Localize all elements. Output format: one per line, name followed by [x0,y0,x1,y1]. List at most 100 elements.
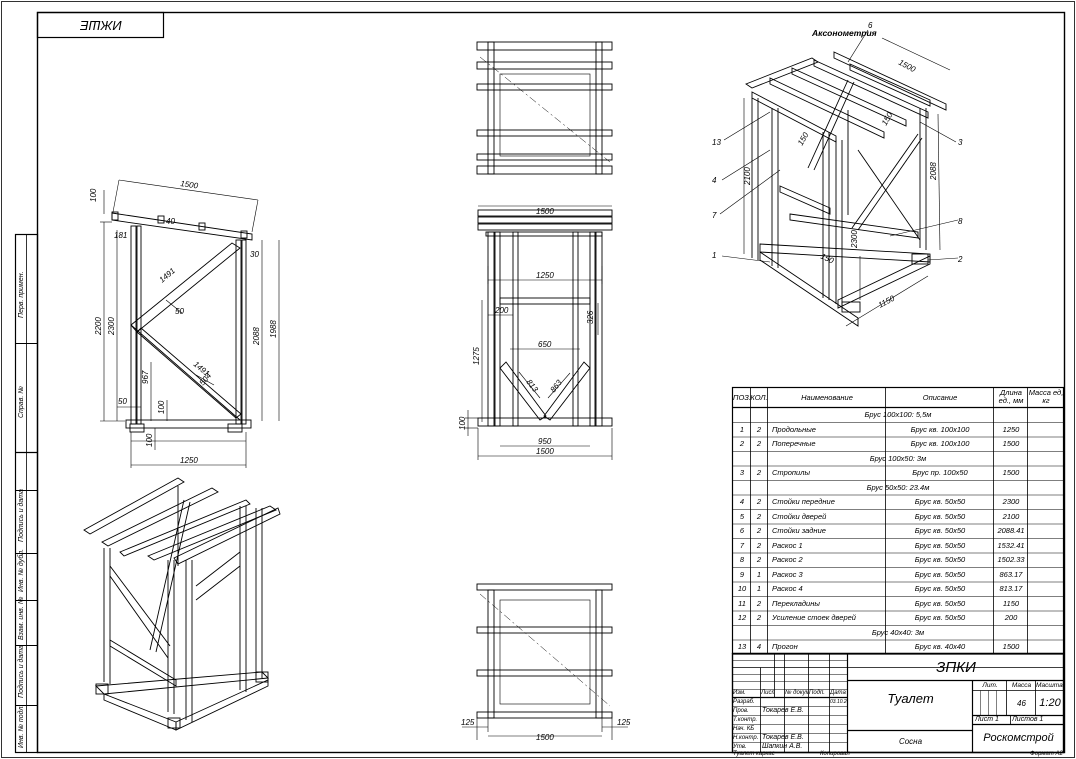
spec-cell: Раскос 3 [772,569,803,579]
scale-value: 1:20 [1039,697,1061,709]
floor-plan-view [462,583,628,740]
spec-cell: 2 [756,613,762,622]
leader-number: 7 [712,211,717,220]
top-stamp-text: ИЖШЕ [80,18,122,33]
dim-text: 40 [166,217,175,226]
spec-cell: 11 [738,598,746,608]
top-stamp-box [36,11,165,39]
doc-code: ЗПКИ [936,659,976,676]
spec-cell: 863.17 [999,569,1023,579]
header-qty: КОЛ. [750,393,768,402]
leader-number: 6 [868,21,873,30]
dim-text: 326 [586,310,595,324]
dim-text: 967 [141,370,150,384]
col-header-date: Дата [830,690,846,696]
spec-cell: Брус кв. 50х50 [914,511,966,521]
spec-table-header: ПОЗ. КОЛ. Наименование Описание Длина ед… [732,388,1064,408]
spec-cell: 1 [756,569,762,579]
spec-cell: Брус пр. 100х50 [912,468,968,477]
spec-cell: 2 [756,598,762,608]
spec-cell: 2 [756,540,762,550]
header-desc: Описание [922,393,958,402]
spec-cell: Брус кв. 50х50 [914,598,966,608]
spec-cell: Стропилы [772,468,810,477]
company: Роскомстрой [983,732,1054,744]
spec-cell: 2088.41 [997,526,1025,535]
spec-cell: Раскос 4 [772,584,803,593]
dim-text: 1275 [472,347,481,365]
dim-text: 2100 [743,167,752,186]
role-label: Пров. [733,708,749,714]
role-label: Утв. [733,744,747,750]
person-name: Шапкин А.В. [762,743,803,750]
format-label: Формат А2 [1030,751,1063,757]
spec-cell: Стойки задние [772,526,826,535]
mass-label: Масса [1011,682,1032,689]
spec-cell: 5 [739,511,745,521]
dim-text: 1500 [897,58,917,75]
spec-group-title: Брус 40х40: 3м [871,627,925,637]
spec-cell: 1 [739,424,745,434]
dim-text: 200 [494,306,509,315]
leader-number: 3 [958,138,963,147]
mass-value: 46 [1017,699,1026,708]
side-label: Перв. примен. [18,271,25,318]
dim-text: 1500 [536,447,554,456]
dim-text: 30 [250,250,259,259]
dim-text: 150 [796,130,811,147]
spec-cell: 6 [739,526,745,535]
dim-text: 150 [819,252,835,266]
role-label: Т.контр. [733,717,758,723]
dim-text: 100 [157,400,166,414]
spec-cell: 2 [756,526,762,535]
spec-cell: Брус кв. 100х100 [910,424,970,434]
spec-cell: 813.17 [999,584,1023,593]
leader-number: 2 [957,255,963,264]
person-name: Токарев Е.В. [762,734,804,741]
spec-cell: Брус кв. 50х50 [914,497,966,506]
spec-cell: 1500 [1002,439,1020,448]
spec-cell: 10 [737,584,747,593]
spec-cell: Брус кв. 50х50 [914,613,966,622]
side-label: Взам. инв. № [18,596,25,640]
spec-cell: 2 [756,555,762,564]
spec-cell: Раскос 1 [772,540,803,550]
person-name: Токарев Е.В. [762,707,804,714]
dim-text: 2088 [252,327,261,346]
dim-text: 1500 [536,207,554,216]
dim-text: 100 [145,433,154,447]
spec-cell: 3 [739,468,745,477]
leader-number: 13 [712,138,721,147]
spec-cell: 1250 [1002,424,1020,434]
spec-group-title: Брус 100х50: 3м [869,453,927,463]
spec-cell: 2 [756,497,762,506]
header-len: Длина ед., мм [998,388,1024,405]
isometric-view [719,29,959,327]
spec-row: 11 2 Перекладины Брус кв. 50х50 1150 [732,597,1064,611]
spec-cell: Брус кв. 40х40 [914,642,966,651]
dim-text: 125 [617,718,631,727]
spec-cell: Перекладины [772,598,820,608]
spec-cell: Брус кв. 50х50 [914,569,966,579]
dim-text: 100 [89,188,98,202]
leader-number: 1 [712,251,716,260]
spec-cell: 1150 [1002,598,1020,608]
spec-group-title: Брус 100х100: 5,5м [864,410,932,419]
spec-cell: 2 [756,424,762,434]
front-view [465,205,613,460]
dim-text: 150 [880,110,895,127]
spec-cell: 1500 [1002,468,1020,477]
spec-group-title: Брус 50х50: 23.4м [866,482,930,492]
spec-cell: 13 [737,642,747,651]
spec-cell: Брус кв. 50х50 [914,540,966,550]
perspective-view [83,477,281,731]
col-header-izm: Изм. [733,690,746,696]
